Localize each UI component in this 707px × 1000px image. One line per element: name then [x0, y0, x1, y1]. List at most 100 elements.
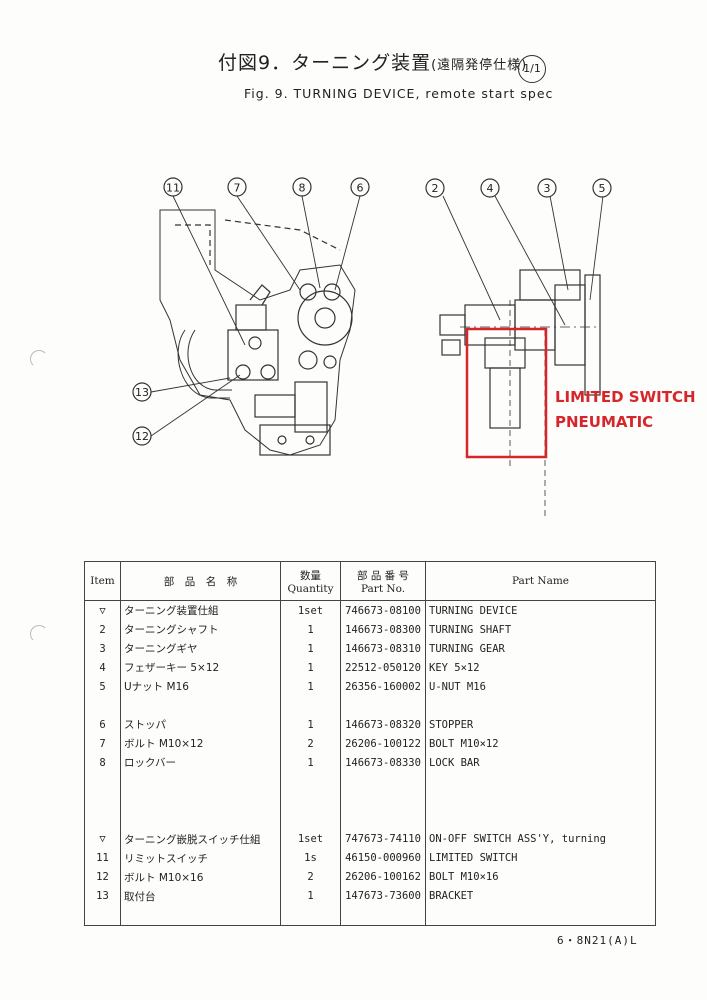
balloon-11: 11: [166, 182, 180, 195]
cell-item: [84, 772, 121, 792]
table-header-row: Item 部 品 名 称 数量 Quantity 部 品 番 号 Part No…: [84, 561, 656, 601]
cell-part-name: ON-OFF SWITCH ASS'Y, turning: [425, 829, 656, 849]
balloon-12: 12: [135, 430, 149, 443]
cell-part-no: 146673-08330: [340, 753, 426, 773]
cell-quantity: [280, 772, 341, 792]
cell-name-jp: フェザーキー 5×12: [120, 658, 281, 678]
binder-hole-mark: [30, 350, 48, 368]
figure-title-en: Fig. 9. TURNING DEVICE, remote start spe…: [244, 86, 554, 101]
cell-part-no: 26206-100162: [340, 867, 426, 887]
cell-part-no: 22512-050120: [340, 658, 426, 678]
cell-part-name: [425, 772, 656, 792]
cell-quantity: 1: [280, 753, 341, 773]
cell-name-jp: [120, 810, 281, 830]
document-code: 6・8N21(A)L: [557, 934, 638, 947]
balloon-8: 8: [299, 182, 306, 195]
cell-part-no: 46150-000960: [340, 848, 426, 868]
balloon-7: 7: [234, 182, 241, 195]
callout-pneumatic: PNEUMATIC: [555, 413, 654, 431]
cell-quantity: [280, 810, 341, 830]
header-quantity: 数量 Quantity: [280, 561, 341, 601]
cell-item: [84, 696, 121, 716]
cell-part-name: LOCK BAR: [425, 753, 656, 773]
cell-part-name: TURNING SHAFT: [425, 620, 656, 640]
callout-limited-switch: LIMITED SWITCH: [555, 388, 696, 406]
balloon-13: 13: [135, 386, 149, 399]
cell-part-no: [340, 696, 426, 716]
cell-item: 8: [84, 753, 121, 773]
cell-part-name: [425, 810, 656, 830]
cell-quantity: 1: [280, 886, 341, 906]
header-part-no-jp: 部 品 番 号: [356, 569, 409, 582]
cell-quantity: 1s: [280, 848, 341, 868]
cell-quantity: 1: [280, 677, 341, 697]
cell-item: 13: [84, 886, 121, 906]
cell-part-no: 146673-08310: [340, 639, 426, 659]
right-view-leaders: [442, 195, 604, 326]
cell-name-jp: Uナット M16: [120, 677, 281, 697]
cell-item: [84, 905, 121, 926]
cell-item: 2: [84, 620, 121, 640]
cell-quantity: 1set: [280, 600, 341, 621]
cell-part-no: 746673-08100: [340, 600, 426, 621]
left-view: [159, 209, 356, 456]
cell-name-jp: [120, 772, 281, 792]
cell-name-jp: リミットスイッチ: [120, 848, 281, 868]
cell-name-jp: [120, 791, 281, 811]
cell-item: ▽: [84, 829, 121, 849]
cell-name-jp: ボルト M10×12: [120, 734, 281, 754]
cell-part-name: [425, 696, 656, 716]
cell-quantity: 1: [280, 620, 341, 640]
limit-switch-highlight-box: [465, 327, 548, 459]
turning-device-drawing: 11 7 8 6 13 12 2 4 3 5: [132, 177, 612, 520]
cell-part-no: [340, 810, 426, 830]
cell-quantity: [280, 905, 341, 926]
cell-quantity: 1: [280, 639, 341, 659]
cell-item: [84, 791, 121, 811]
cell-part-name: [425, 791, 656, 811]
cell-quantity: 1set: [280, 829, 341, 849]
figure-title-jp: 付図9．ターニング装置(遠隔発停仕様): [218, 48, 548, 75]
cell-name-jp: ターニング装置仕組: [120, 600, 281, 621]
cell-part-no: 147673-73600: [340, 886, 426, 906]
cell-name-jp: ターニング嵌脱スイッチ仕組: [120, 829, 281, 849]
balloon-5: 5: [599, 182, 606, 195]
header-part-name: Part Name: [425, 561, 656, 601]
balloon-6: 6: [357, 182, 364, 195]
cell-name-jp: ターニングシャフト: [120, 620, 281, 640]
cell-item: 11: [84, 848, 121, 868]
cell-part-no: 26206-100122: [340, 734, 426, 754]
cell-part-name: TURNING DEVICE: [425, 600, 656, 621]
item-balloons: [132, 177, 612, 446]
cell-quantity: 2: [280, 734, 341, 754]
balloon-3: 3: [544, 182, 551, 195]
header-name-jp: 部 品 名 称: [120, 561, 281, 601]
cell-part-no: 146673-08320: [340, 715, 426, 735]
table-row: [84, 696, 656, 716]
table-row: [84, 791, 656, 811]
header-item: Item: [84, 561, 121, 601]
cell-item: 5: [84, 677, 121, 697]
parts-list-table: Item 部 品 名 称 数量 Quantity 部 品 番 号 Part No…: [84, 561, 656, 926]
cell-part-name: LIMITED SWITCH: [425, 848, 656, 868]
right-view: [439, 269, 601, 520]
cell-item: 4: [84, 658, 121, 678]
cell-item: 6: [84, 715, 121, 735]
cell-part-name: BRACKET: [425, 886, 656, 906]
cell-quantity: 1: [280, 715, 341, 735]
cell-name-jp: 取付台: [120, 886, 281, 906]
cell-part-no: [340, 791, 426, 811]
cell-part-no: 146673-08300: [340, 620, 426, 640]
cell-name-jp: [120, 905, 281, 926]
cell-part-name: TURNING GEAR: [425, 639, 656, 659]
